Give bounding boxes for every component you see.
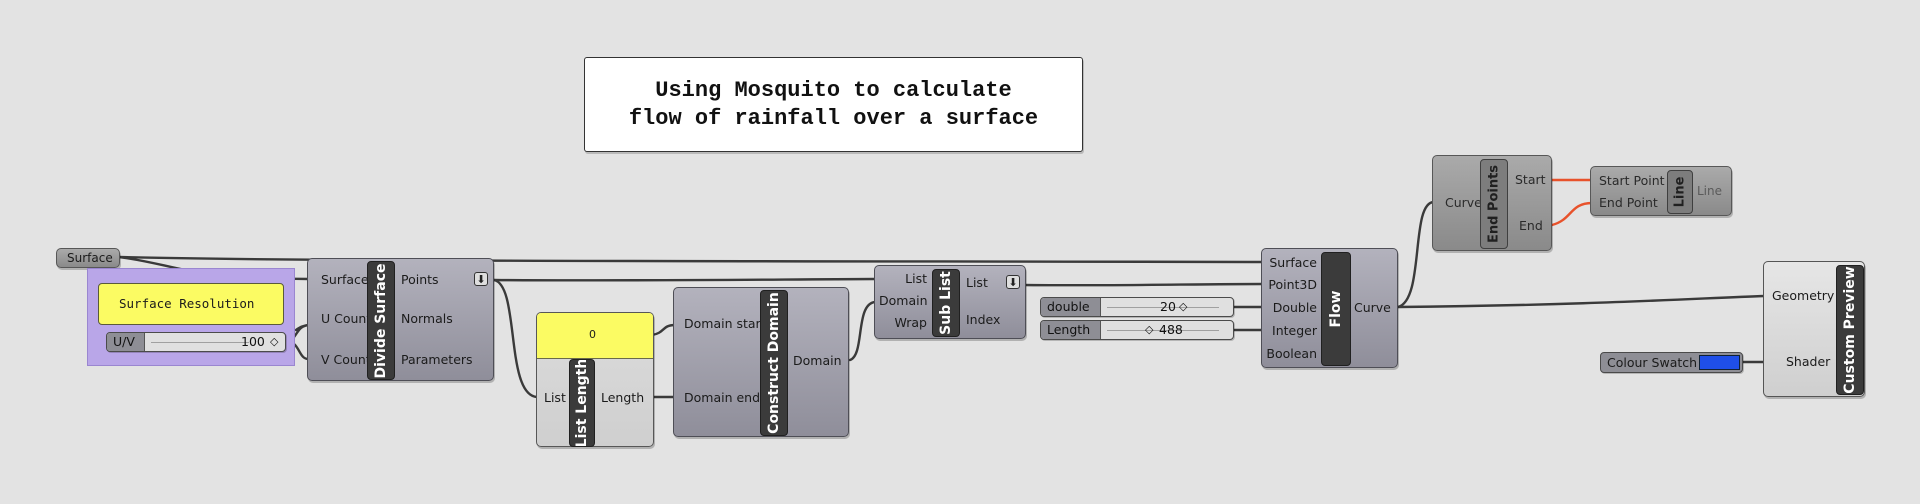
divide-input-ucount[interactable]: U Count — [321, 311, 372, 326]
divide-output-points[interactable]: Points — [401, 272, 439, 287]
flow-input-surface[interactable]: Surface — [1269, 255, 1317, 270]
preview-input-geometry[interactable]: Geometry — [1772, 288, 1835, 303]
wire-domain-to-sublist[interactable] — [848, 300, 877, 362]
double-slider-value: 20 — [1160, 299, 1176, 314]
uv-slider-label: U/V — [107, 333, 145, 351]
uv-slider[interactable]: U/V 100 ◇ — [106, 332, 286, 352]
wire-surface-to-flow[interactable] — [117, 255, 1265, 264]
domain-input-end[interactable]: Domain end — [684, 390, 761, 405]
double-slider[interactable]: double 20 ◇ — [1040, 297, 1234, 317]
line-component[interactable]: Start Point End Point Line Line — [1590, 166, 1732, 216]
preview-input-shader[interactable]: Shader — [1786, 354, 1831, 369]
sublist-flatten-arrow-icon[interactable]: ⬇ — [1006, 275, 1020, 289]
uv-slider-grip-icon[interactable]: ◇ — [270, 335, 279, 348]
double-slider-track[interactable] — [1107, 307, 1219, 308]
divide-output-parameters[interactable]: Parameters — [401, 352, 473, 367]
construct-domain-component[interactable]: Domain start Domain end Construct Domain… — [673, 287, 849, 437]
list-length-output-length[interactable]: Length — [601, 390, 645, 405]
endpoints-output-start[interactable]: Start — [1515, 172, 1546, 187]
flow-name: Flow — [1321, 252, 1351, 366]
double-slider-grip-icon[interactable]: ◇ — [1179, 300, 1188, 313]
sublist-input-list[interactable]: List — [905, 271, 927, 286]
length-slider-track[interactable] — [1107, 330, 1219, 331]
line-input-end[interactable]: End Point — [1599, 195, 1658, 210]
list-length-panel-value: 0 — [589, 328, 596, 341]
length-slider[interactable]: Length ◇ 488 — [1040, 320, 1234, 340]
sublist-input-domain[interactable]: Domain — [879, 293, 928, 308]
sub-list-name: Sub List — [932, 269, 960, 337]
length-slider-value: 488 — [1159, 322, 1183, 337]
flow-output-curve[interactable]: Curve — [1354, 300, 1391, 315]
divide-output-normals[interactable]: Normals — [401, 311, 453, 326]
uv-slider-track[interactable] — [151, 342, 249, 343]
flatten-arrow-icon[interactable]: ⬇ — [474, 272, 488, 286]
line-output-line[interactable]: Line — [1697, 184, 1723, 198]
list-length-panel[interactable]: 0 — [537, 313, 653, 359]
flow-input-double[interactable]: Double — [1272, 300, 1317, 315]
surface-resolution-text: Surface Resolution — [119, 296, 255, 311]
domain-input-start[interactable]: Domain start — [684, 316, 766, 331]
colour-swatch-color[interactable] — [1699, 355, 1740, 370]
end-points-name: End Points — [1480, 159, 1508, 249]
colour-swatch-label: Colour Swatch — [1607, 355, 1698, 370]
sublist-input-wrap[interactable]: Wrap — [894, 315, 927, 330]
wire-sublist-to-flow-point3d[interactable] — [1022, 282, 1265, 287]
title-line-2: flow of rainfall over a surface — [628, 106, 1039, 131]
wire-flow-to-preview[interactable] — [1396, 294, 1767, 309]
flow-input-point3d[interactable]: Point3D — [1268, 277, 1317, 292]
flow-input-integer[interactable]: Integer — [1272, 323, 1317, 338]
wire-panel-to-domainstart[interactable] — [650, 323, 677, 337]
double-slider-label: double — [1041, 298, 1101, 316]
length-slider-grip-icon[interactable]: ◇ — [1145, 323, 1154, 336]
line-input-start[interactable]: Start Point — [1599, 173, 1665, 188]
list-length-input-list[interactable]: List — [544, 390, 566, 405]
sublist-output-list[interactable]: List — [966, 275, 988, 290]
surface-param[interactable]: Surface — [56, 248, 120, 268]
surface-resolution-panel[interactable]: Surface Resolution — [98, 283, 284, 325]
divide-surface-component[interactable]: Surface U Count V Count Divide Surface P… — [307, 258, 494, 381]
colour-swatch[interactable]: Colour Swatch — [1600, 352, 1743, 373]
flow-component[interactable]: Surface Point3D Double Integer Boolean F… — [1261, 248, 1398, 368]
sublist-output-index[interactable]: Index — [966, 312, 1001, 327]
title-line-1: Using Mosquito to calculate — [655, 78, 1012, 103]
title-note[interactable]: Using Mosquito to calculate flow of rain… — [584, 57, 1083, 152]
wire-points-to-sublist[interactable] — [492, 277, 877, 282]
surface-param-label: Surface — [67, 251, 113, 265]
domain-output-domain[interactable]: Domain — [793, 353, 842, 368]
end-points-component[interactable]: Curve End Points Start End — [1432, 155, 1552, 251]
wire-points-to-listlength[interactable] — [492, 278, 539, 399]
endpoints-input-curve[interactable]: Curve — [1445, 195, 1482, 210]
custom-preview-name: Custom Preview — [1836, 265, 1864, 395]
wire-end-to-endpoint[interactable] — [1550, 201, 1594, 227]
divide-surface-name: Divide Surface — [367, 261, 395, 380]
wire-flow-to-endpoints[interactable] — [1396, 200, 1436, 309]
list-length-component[interactable]: 0 List List Length Length — [536, 312, 654, 447]
line-name: Line — [1667, 170, 1693, 214]
custom-preview-component[interactable]: Geometry Shader Custom Preview — [1763, 261, 1865, 397]
construct-domain-name: Construct Domain — [760, 290, 788, 436]
endpoints-output-end[interactable]: End — [1519, 218, 1543, 233]
divide-input-surface[interactable]: Surface — [321, 272, 369, 287]
flow-input-boolean[interactable]: Boolean — [1266, 346, 1317, 361]
uv-slider-value: 100 — [241, 334, 265, 349]
list-length-name: List Length — [569, 359, 595, 447]
divide-input-vcount[interactable]: V Count — [321, 352, 371, 367]
sub-list-component[interactable]: List Domain Wrap Sub List List Index ⬇ — [874, 265, 1026, 339]
length-slider-label: Length — [1041, 321, 1101, 339]
